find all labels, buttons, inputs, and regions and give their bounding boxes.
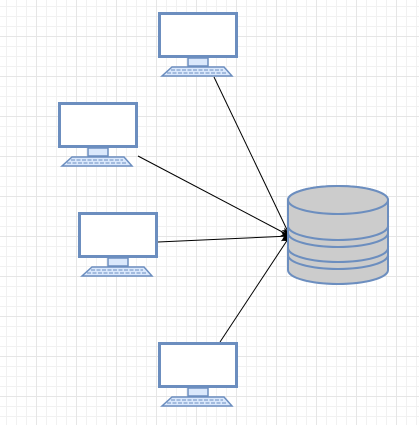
edges-layer	[137, 76, 291, 343]
database-ring	[287, 232, 389, 248]
database-ring	[287, 254, 389, 270]
database-top	[287, 185, 389, 215]
keyboard	[160, 66, 234, 77]
monitor-screen	[161, 345, 235, 385]
database-ring	[287, 247, 389, 263]
keyboard	[60, 156, 134, 167]
monitor-neck	[87, 147, 109, 157]
database-ring	[287, 225, 389, 241]
edge-computer-1-to-database	[213, 76, 291, 237]
monitor-screen	[161, 15, 235, 55]
computer-3-node[interactable]	[78, 212, 158, 277]
edge-computer-2-to-database	[137, 155, 291, 237]
edge-computer-4-to-database	[219, 235, 291, 343]
monitor-screen	[81, 215, 155, 255]
computer-4-node[interactable]	[158, 342, 238, 407]
computer-1-node[interactable]	[158, 12, 238, 77]
monitor-neck	[187, 387, 209, 397]
monitor-neck	[107, 257, 129, 267]
monitor-neck	[187, 57, 209, 67]
computer-2-node[interactable]	[58, 102, 138, 167]
monitor-screen	[61, 105, 135, 145]
nodes-layer	[58, 12, 389, 407]
keyboard	[160, 396, 234, 407]
edge-computer-3-to-database	[157, 231, 291, 243]
keyboard	[80, 266, 154, 277]
database-node[interactable]	[287, 185, 389, 285]
